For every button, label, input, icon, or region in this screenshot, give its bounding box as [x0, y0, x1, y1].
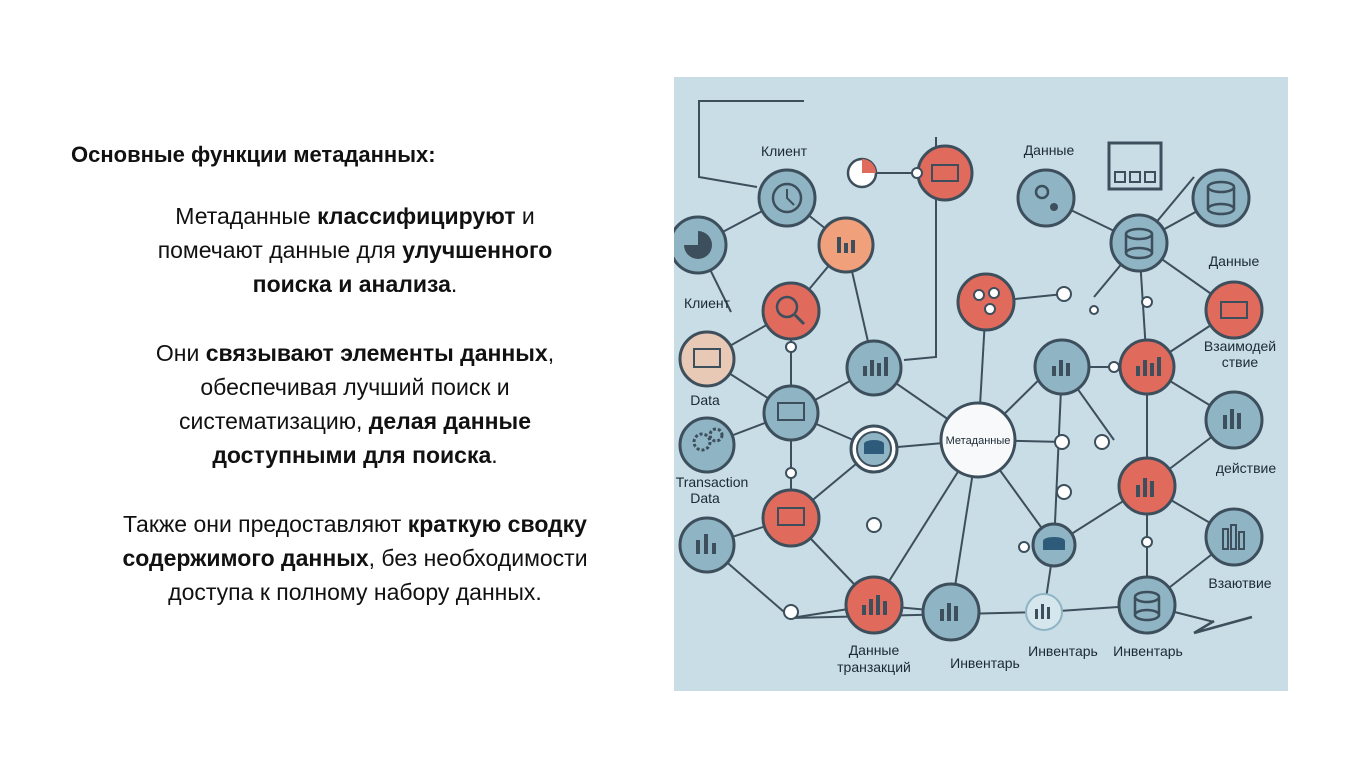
label-client-left: Клиент: [684, 295, 731, 311]
center-label: Метаданные: [946, 435, 1011, 447]
label-vzaoutvie: Взаютвие: [1208, 575, 1271, 591]
paragraph-summary: Также они предоставляют краткую сводку с…: [122, 511, 588, 605]
label-data-right: Данные: [1209, 253, 1260, 269]
label-interaction-line2: ствие: [1222, 354, 1259, 370]
label-client-top: Клиент: [761, 143, 808, 159]
network-nodes: [674, 141, 1264, 642]
paragraph-classify: Метаданные классифицируют и помечают дан…: [157, 203, 553, 297]
label-data-left: Data: [690, 392, 720, 408]
label-inventory-3: Инвентарь: [1113, 643, 1183, 659]
label-transaction-line1: Transaction: [676, 474, 749, 490]
label-inventory-1: Инвентарь: [950, 655, 1020, 671]
label-action: действие: [1216, 460, 1276, 476]
page-heading: Основные функции метаданных:: [71, 142, 436, 167]
label-transaction-line2: Data: [690, 490, 720, 506]
paragraph-link: Они связывают элементы данных, обеспечив…: [155, 340, 555, 468]
metadata-network-diagram: Метаданные Клиент Клиент Данные Данные В…: [674, 77, 1288, 691]
label-data-top: Данные: [1024, 142, 1075, 158]
label-tx-ru-line1: Данные: [849, 642, 900, 658]
network-svg: Метаданные Клиент Клиент Данные Данные В…: [674, 100, 1276, 675]
label-inventory-2: Инвентарь: [1028, 643, 1098, 659]
label-tx-ru-line2: транзакций: [837, 659, 911, 675]
label-interaction-line1: Взаимодей: [1204, 338, 1276, 354]
